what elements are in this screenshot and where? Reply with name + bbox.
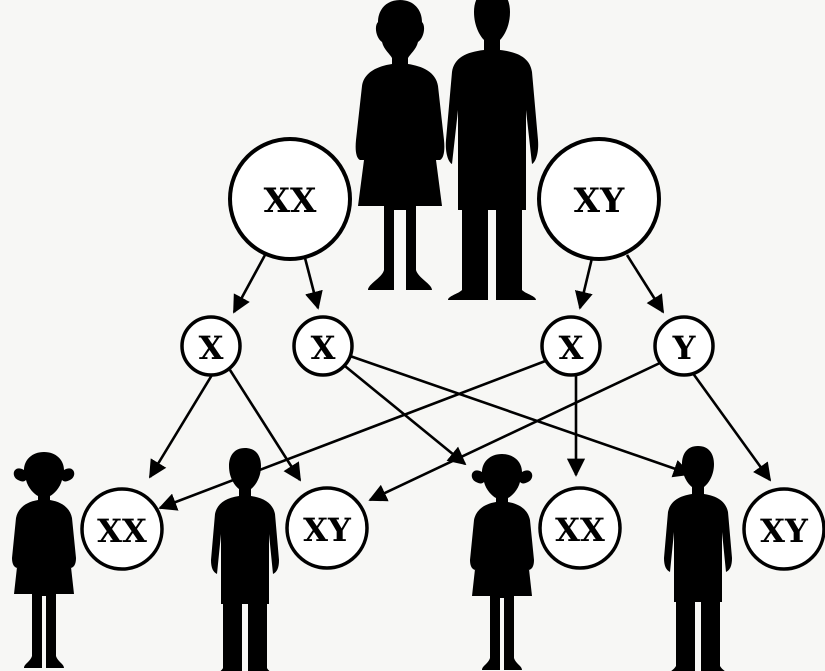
offspring-2-genotype-node: XY	[285, 486, 369, 570]
father-gamete-2: Y	[653, 315, 715, 377]
parent-to-gamete-arrows	[232, 254, 665, 314]
father-gamete-2-label: Y	[672, 329, 697, 367]
offspring-3-genotype-node: XX	[538, 486, 622, 570]
father-gamete-1: X	[540, 315, 602, 377]
mother-gamete-1-label: X	[199, 329, 224, 367]
offspring-3-genotype-label: XX	[555, 511, 605, 549]
mother-gamete-1: X	[180, 315, 242, 377]
offspring-4-genotype-label: XY	[760, 512, 809, 550]
father-genotype-label: XY	[574, 181, 625, 221]
offspring-2-genotype-label: XY	[303, 511, 352, 549]
mother-genotype-label: XX	[264, 181, 317, 221]
father-genotype-node: XY	[537, 137, 661, 261]
mother-gamete-2-label: X	[311, 329, 336, 367]
gamete-to-offspring-arrows	[148, 354, 772, 511]
mother-genotype-node: XX	[228, 137, 352, 261]
mother-gamete-2: X	[292, 315, 354, 377]
father-gamete-1-label: X	[559, 329, 584, 367]
offspring-4-genotype-node: XY	[742, 487, 825, 571]
offspring-1-genotype-label: XX	[97, 512, 147, 550]
offspring-1-genotype-node: XX	[80, 487, 164, 571]
